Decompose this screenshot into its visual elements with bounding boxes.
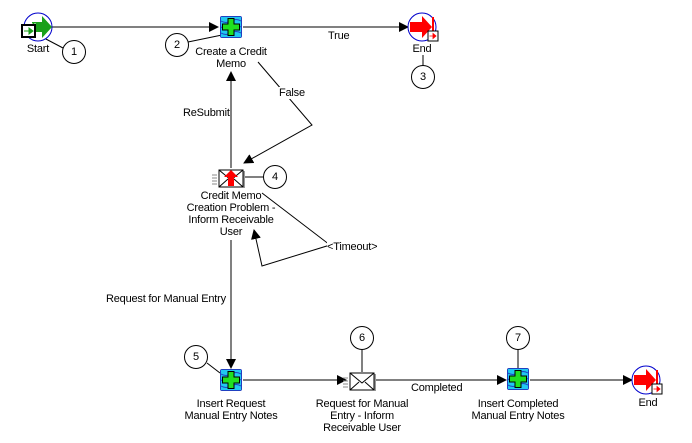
start-icon[interactable] (21, 12, 53, 42)
callout-5: 5 (184, 345, 208, 369)
edge-label-false: False (279, 87, 305, 99)
credit-memo-problem-icon[interactable] (211, 169, 246, 189)
insert-request-notes-label: Insert Request Manual Entry Notes (184, 398, 278, 422)
insert-request-notes-icon[interactable] (219, 368, 243, 392)
callout-2: 2 (165, 33, 189, 57)
callout-3: 3 (411, 65, 435, 89)
edge-label-true: True (328, 30, 350, 42)
edge-false (243, 61, 313, 164)
end-bottom-label: End (638, 397, 658, 409)
edge-label-resubmit: ReSubmit (183, 107, 230, 119)
create-credit-memo-icon[interactable] (219, 15, 243, 39)
callout-4: 4 (263, 165, 287, 189)
edge-label-timeout: <Timeout> (327, 241, 378, 253)
credit-memo-problem-label: Credit Memo Creation Problem - Inform Re… (186, 190, 276, 238)
callout-6: 6 (350, 326, 374, 350)
callout-1: 1 (62, 40, 86, 64)
insert-completed-notes-label: Insert Completed Manual Entry Notes (471, 398, 565, 422)
start-label: Start (26, 43, 50, 55)
edge-label-request-manual-entry: Request for Manual Entry (106, 293, 226, 305)
request-manual-entry-label: Request for Manual Entry - Inform Receiv… (315, 398, 409, 434)
edge-timeout (251, 192, 332, 267)
end-top-icon[interactable] (407, 12, 439, 42)
end-top-label: End (412, 43, 432, 55)
end-bottom-icon[interactable] (631, 365, 663, 395)
callout-7: 7 (506, 326, 530, 350)
request-manual-entry-icon[interactable] (342, 372, 377, 392)
insert-completed-notes-icon[interactable] (506, 367, 530, 391)
create-credit-memo-label: Create a Credit Memo (195, 46, 267, 70)
edge-label-completed: Completed (411, 382, 463, 394)
